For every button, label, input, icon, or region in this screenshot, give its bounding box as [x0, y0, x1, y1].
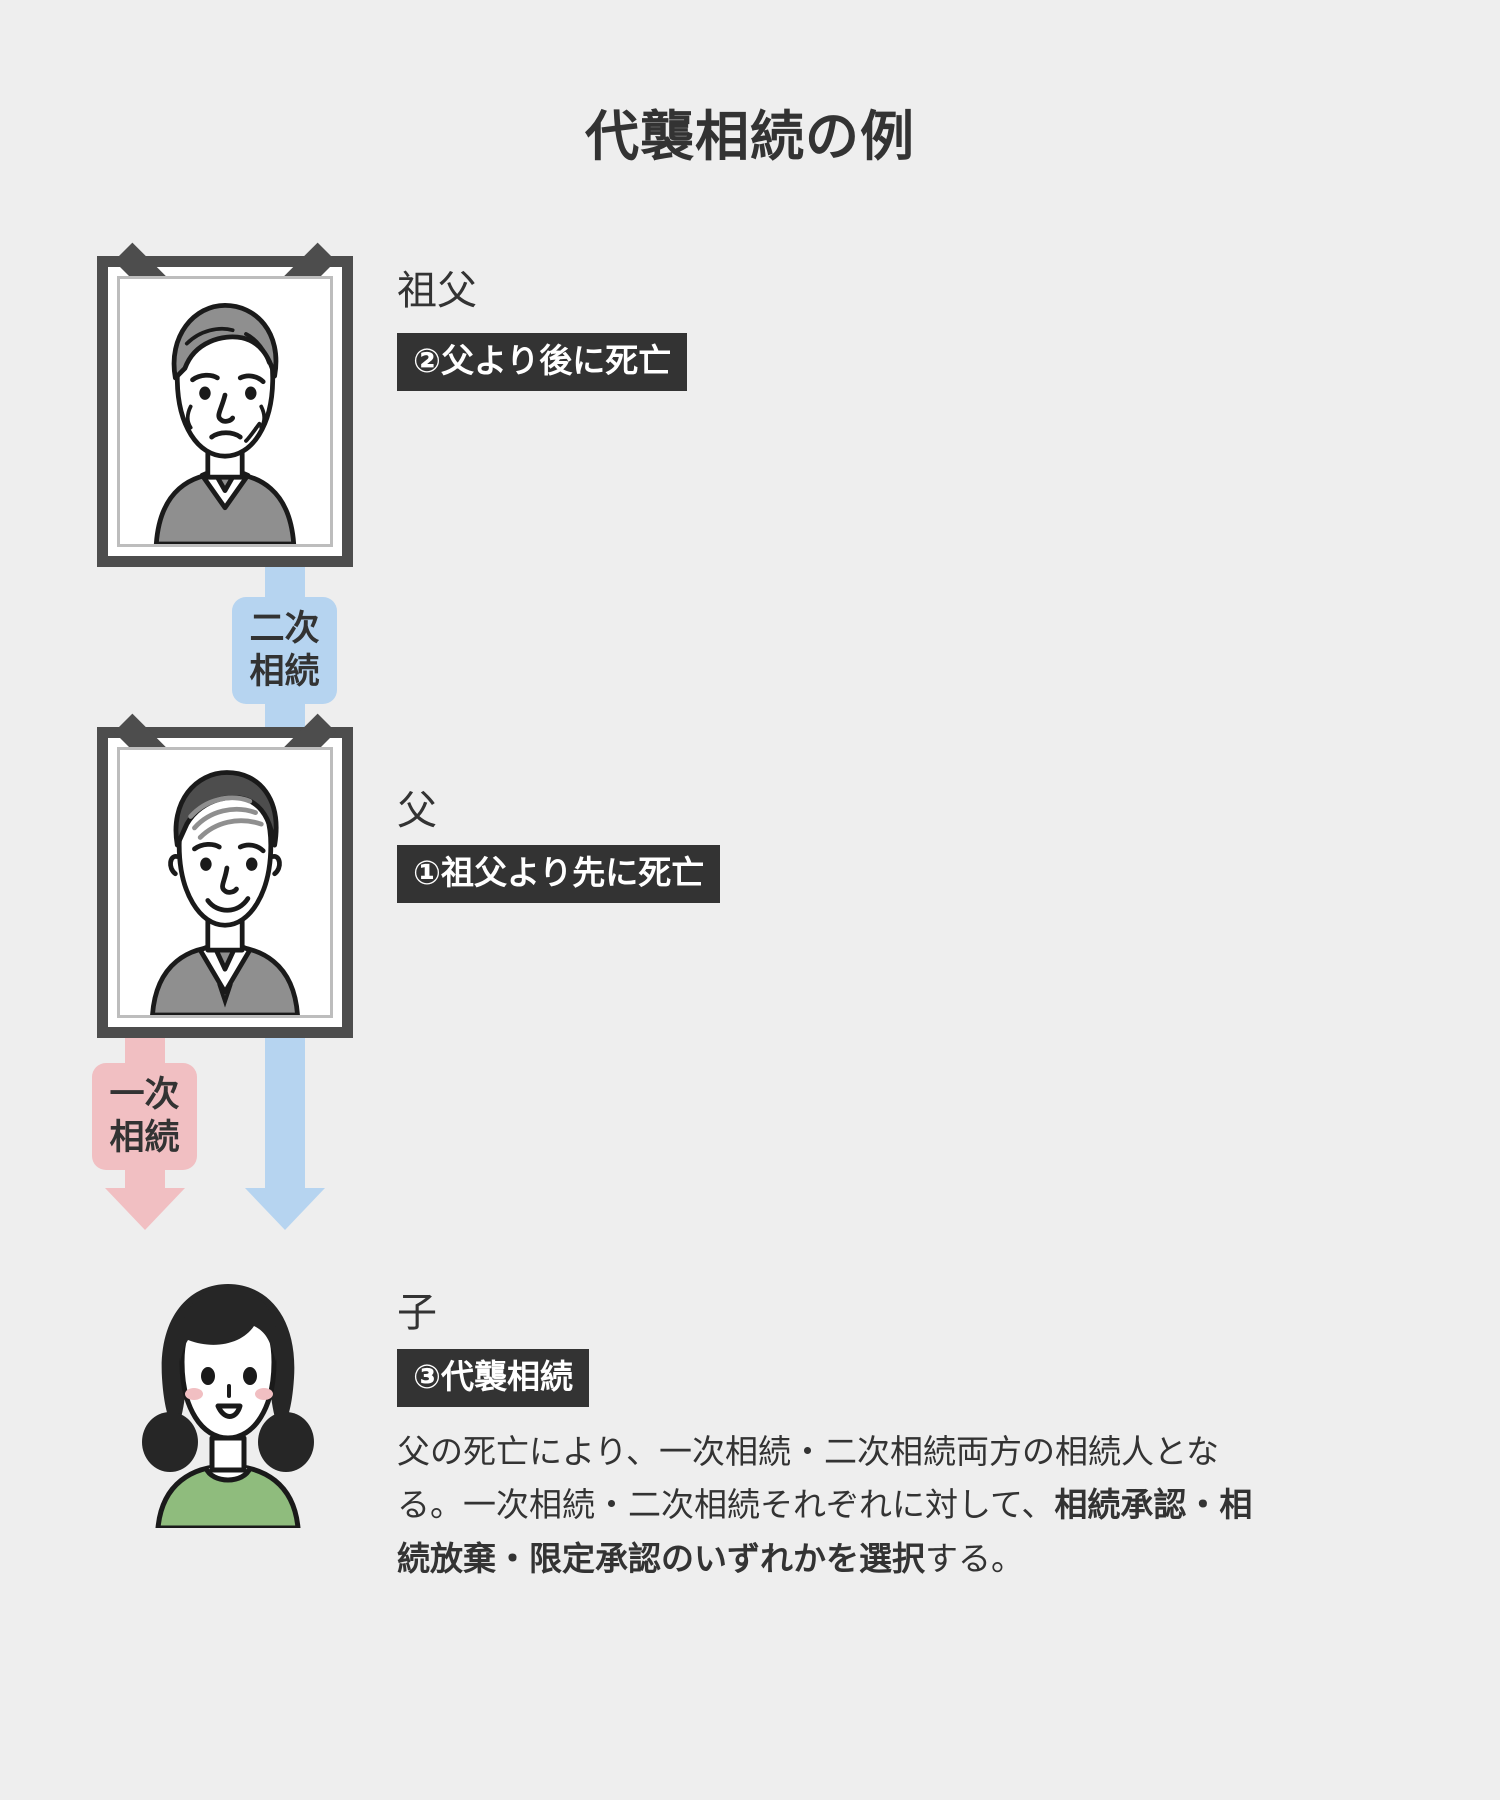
- child-label: 子: [397, 1291, 437, 1335]
- elderly-man-face-icon: [153, 302, 297, 544]
- page-title: 代襲相続の例: [585, 107, 915, 167]
- arrow-shaft: [265, 1038, 305, 1188]
- grandfather-memorial-portrait: [97, 242, 353, 567]
- child-description: 父の死亡により、一次相続・二次相続両方の相続人となる。一次相続・二次相続それぞれ…: [397, 1425, 1277, 1585]
- description-line-2-suffix: する。: [925, 1539, 1024, 1577]
- father-memorial-portrait: [97, 713, 353, 1038]
- description-line-1: 父の死亡により、一次相続・二次相続両方の相続人となる。: [397, 1433, 1220, 1524]
- grandfather-status-badge: ②父より後に死亡: [397, 333, 688, 391]
- secondary-inheritance-arrow-lower: [245, 1038, 325, 1230]
- father-label: 父: [397, 789, 437, 833]
- grandfather-photo: [117, 276, 333, 547]
- arrow-head-icon: [105, 1188, 185, 1230]
- young-woman-figure-icon: [142, 1284, 314, 1528]
- child-status-badge: ③代襲相続: [397, 1349, 589, 1407]
- secondary-inheritance-label: 二次 相続: [232, 597, 337, 705]
- child-illustration: [118, 1258, 338, 1528]
- grandfather-label: 祖父: [397, 269, 477, 313]
- primary-inheritance-label: 一次 相続: [92, 1063, 197, 1171]
- description-emphasis: 相続承認・相続放棄・限定承認のいずれかを選択: [397, 1486, 1253, 1577]
- arrow-head-icon: [245, 1188, 325, 1230]
- description-line-2-prefix: 一次相続・二次相続それぞれに対して、: [463, 1486, 1055, 1524]
- man-face-icon: [150, 770, 300, 1015]
- father-photo: [117, 747, 333, 1018]
- father-status-badge: ①祖父より先に死亡: [397, 845, 721, 903]
